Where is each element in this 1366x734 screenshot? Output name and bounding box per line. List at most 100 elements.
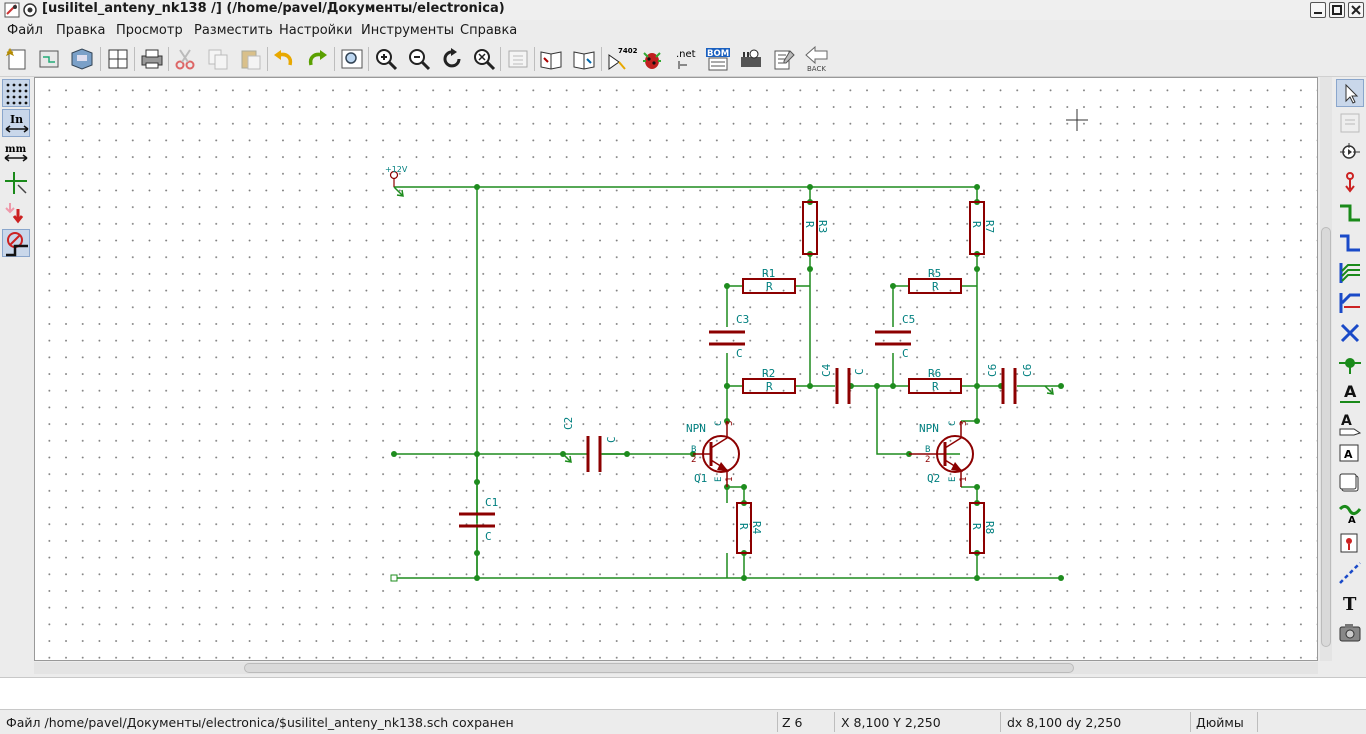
capacitor-c5[interactable]: C5 C xyxy=(875,313,915,360)
cursor-shape-icon[interactable] xyxy=(2,169,30,197)
horizontal-scrollbar[interactable] xyxy=(34,662,1318,674)
schematic-canvas[interactable]: +12V R1 R R2 R R5 R R6 R R R3 xyxy=(34,77,1318,661)
add-component-icon[interactable] xyxy=(1336,139,1364,167)
library-editor-icon[interactable] xyxy=(537,45,565,73)
close-button[interactable] xyxy=(1348,2,1364,18)
status-bar: Файл /home/pavel/Документы/electronica/$… xyxy=(0,711,1366,734)
status-units: Дюймы xyxy=(1196,715,1244,730)
open-project-icon[interactable] xyxy=(35,45,63,73)
netlist-icon[interactable]: .net xyxy=(671,45,699,73)
q1-value: NPN xyxy=(686,422,706,435)
add-wire-icon[interactable] xyxy=(1336,199,1364,227)
transistor-q1[interactable]: NPN Q1 B 2 C 3 E 1 xyxy=(686,421,740,487)
units-inches-button[interactable]: In xyxy=(2,109,30,137)
horizontal-scroll-thumb[interactable] xyxy=(244,663,1074,673)
resistor-r8[interactable]: R R8 xyxy=(969,502,996,554)
resistor-r2[interactable]: R2 R xyxy=(742,367,796,394)
wire-to-bus-entry-icon[interactable] xyxy=(1336,259,1364,287)
menu-file[interactable]: Файл xyxy=(7,23,43,38)
add-bus-icon[interactable] xyxy=(1336,229,1364,257)
import-sheet-pin-icon[interactable]: A xyxy=(1336,499,1364,527)
back-import-icon[interactable]: BACK xyxy=(803,45,831,73)
title-bar: [usilitel_anteny_nk138 /] (/home/pavel/Д… xyxy=(0,0,1366,21)
menu-help[interactable]: Справка xyxy=(460,23,518,38)
hierarchy-navigator-icon[interactable] xyxy=(504,45,532,73)
redo-icon[interactable] xyxy=(303,45,331,73)
zoom-fit-icon[interactable] xyxy=(470,45,498,73)
vertical-scrollbar[interactable] xyxy=(1320,77,1332,661)
resistor-r5[interactable]: R5 R xyxy=(908,267,962,294)
cut-icon[interactable] xyxy=(171,45,199,73)
page-settings-icon[interactable] xyxy=(104,45,132,73)
cvpcb-icon[interactable] xyxy=(737,45,765,73)
junction-dot xyxy=(391,451,397,457)
paste-icon[interactable] xyxy=(237,45,265,73)
menu-edit[interactable]: Правка xyxy=(56,23,106,38)
back-label: BACK xyxy=(807,65,826,73)
capacitor-c6[interactable]: C6 C6 xyxy=(986,364,1054,404)
zoom-in-icon[interactable] xyxy=(372,45,400,73)
menu-tools[interactable]: Инструменты xyxy=(361,23,455,38)
add-sheet-icon[interactable] xyxy=(1336,469,1364,497)
maximize-button[interactable] xyxy=(1329,2,1345,18)
add-hierarchical-label-icon[interactable]: A xyxy=(1336,439,1364,467)
menu-view[interactable]: Просмотр xyxy=(116,23,183,38)
units-mm-button[interactable]: mm xyxy=(2,139,30,167)
hidden-pins-icon[interactable] xyxy=(2,199,30,227)
q1-pin-3: 3 xyxy=(725,421,735,426)
capacitor-c1[interactable]: C1 C xyxy=(459,482,498,553)
new-schematic-icon[interactable] xyxy=(3,45,31,73)
add-text-icon[interactable]: T xyxy=(1336,589,1364,617)
junction-dot xyxy=(807,184,813,190)
message-panel xyxy=(0,677,1366,710)
erc-icon[interactable] xyxy=(638,45,666,73)
annotate-icon[interactable]: 7402 xyxy=(605,45,638,73)
add-power-icon[interactable] xyxy=(1336,169,1364,197)
redraw-icon[interactable] xyxy=(438,45,466,73)
resistor-r1[interactable]: R1 R xyxy=(742,267,796,294)
add-image-icon[interactable] xyxy=(1336,619,1364,647)
r2-value: R xyxy=(766,380,773,393)
right-toolbar: A A A A T xyxy=(1334,77,1366,662)
copy-icon[interactable] xyxy=(204,45,232,73)
no-connect-icon[interactable] xyxy=(1336,319,1364,347)
find-icon[interactable] xyxy=(338,45,366,73)
hierarchy-icon[interactable] xyxy=(1336,109,1364,137)
save-icon[interactable] xyxy=(68,45,96,73)
print-icon[interactable] xyxy=(138,45,166,73)
r5-value: R xyxy=(932,280,939,293)
bus-to-bus-entry-icon[interactable] xyxy=(1336,289,1364,317)
pin-icon[interactable] xyxy=(22,2,38,18)
add-global-label-icon[interactable]: A xyxy=(1336,409,1364,437)
capacitor-c2[interactable]: C2 C xyxy=(562,417,627,472)
undo-icon[interactable] xyxy=(270,45,298,73)
select-arrow-icon[interactable] xyxy=(1336,79,1364,107)
capacitor-c4[interactable]: C4 C xyxy=(820,363,866,404)
add-sheet-pin-icon[interactable] xyxy=(1336,529,1364,557)
q2-pin-3: 3 xyxy=(959,421,969,426)
add-graphic-line-icon[interactable] xyxy=(1336,559,1364,587)
menu-place[interactable]: Разместить xyxy=(194,23,273,38)
resistor-r7[interactable]: R R7 xyxy=(969,201,996,255)
vertical-scroll-thumb[interactable] xyxy=(1321,227,1331,647)
menu-preferences[interactable]: Настройки xyxy=(279,23,353,38)
library-browser-icon[interactable] xyxy=(570,45,598,73)
transistor-q2[interactable]: NPN Q2 B 2 C 3 E 1 xyxy=(909,421,974,487)
add-junction-icon[interactable] xyxy=(1336,349,1364,377)
grid-toggle-icon[interactable] xyxy=(2,79,30,107)
capacitor-c3[interactable]: C3 C xyxy=(709,313,749,360)
wire-orientation-icon[interactable] xyxy=(2,229,30,257)
schematic-drawing: +12V R1 R R2 R R5 R R6 R R R3 xyxy=(385,109,1088,582)
resistor-r3[interactable]: R R3 xyxy=(802,201,829,255)
bom-icon[interactable]: BOM xyxy=(704,45,732,73)
add-label-icon[interactable]: A xyxy=(1336,379,1364,407)
c6-value: C6 xyxy=(1021,364,1034,377)
pcbnew-icon[interactable] xyxy=(770,45,798,73)
resistor-r6[interactable]: R6 R xyxy=(908,367,962,394)
resistor-r4[interactable]: R R4 xyxy=(736,502,763,554)
power-port-12v[interactable]: +12V xyxy=(385,165,408,197)
status-coords: X 8,100 Y 2,250 xyxy=(841,715,941,730)
zoom-out-icon[interactable] xyxy=(405,45,433,73)
minimize-button[interactable] xyxy=(1310,2,1326,18)
c1-ref: C1 xyxy=(485,496,498,509)
